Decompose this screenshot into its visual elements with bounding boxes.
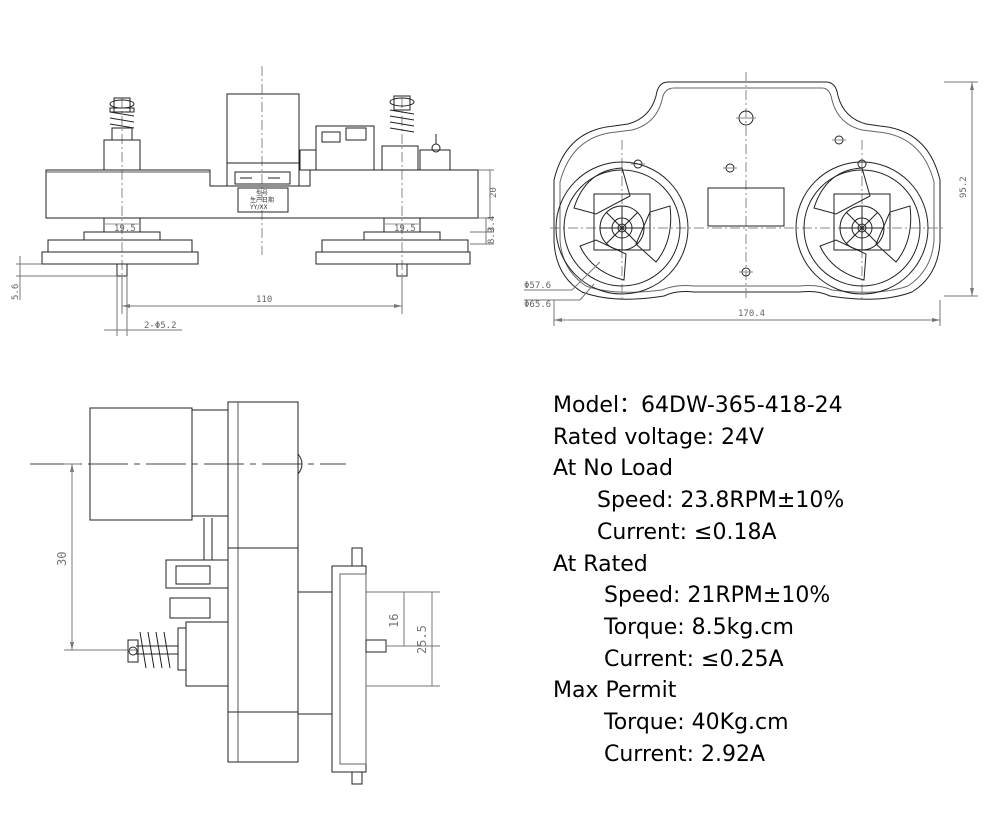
dim-top-hub-left: 19.5 [114,224,136,234]
spec-max-title: Max Permit [553,678,677,704]
spec-max-current: Current: 2.92A [604,741,766,767]
spec-rated-torque: Torque: 8.5kg.cm [604,614,794,640]
dim-front-width: 170.4 [738,309,765,319]
spec-no-load-current: Current: ≤0.18A [597,519,777,545]
label-line-3: YY/XX [249,204,268,211]
spec-voltage: Rated voltage: 24V [553,424,765,450]
spec-rated-title: At Rated [553,551,648,577]
dim-front-height: 95.2 [959,176,969,198]
spec-no-load-speed: Speed: 23.8RPM±10% [597,488,845,514]
front-view [524,72,978,326]
dim-front-dia2: Φ65.6 [524,300,551,310]
spec-rated-current: Current: ≤0.25A [604,646,784,672]
dim-top-height: 20 [489,187,499,198]
top-view: 型号 生产日期 YY/XX [16,66,494,336]
spec-list: Model：64DW-365-418-24 Rated voltage: 24V… [553,390,973,770]
dim-top-length: 110 [256,295,272,305]
spec-no-load-title: At No Load [553,456,673,482]
dim-front-dia1: Φ57.6 [524,281,551,291]
dim-side-shaft2: 25.5 [415,625,429,654]
dim-side-shaft1: 16 [387,614,401,628]
label-line-1: 型号 [256,189,268,197]
dim-top-hub-right: 19.5 [394,224,416,234]
spec-model: Model：64DW-365-418-24 [553,393,843,418]
dim-top-shaft: 5.6 [11,284,21,300]
dim-top-flange: 3.4 [487,216,497,232]
side-view [30,401,440,785]
spec-max-torque: Torque: 40Kg.cm [604,710,789,736]
dim-top-hub-depth: 8.9 [487,228,497,244]
spec-rated-speed: Speed: 21RPM±10% [604,583,831,609]
dim-side-offset: 30 [55,552,69,566]
dim-top-holes: 2-Φ5.2 [144,321,177,331]
label-line-2: 生产日期 [250,196,274,204]
